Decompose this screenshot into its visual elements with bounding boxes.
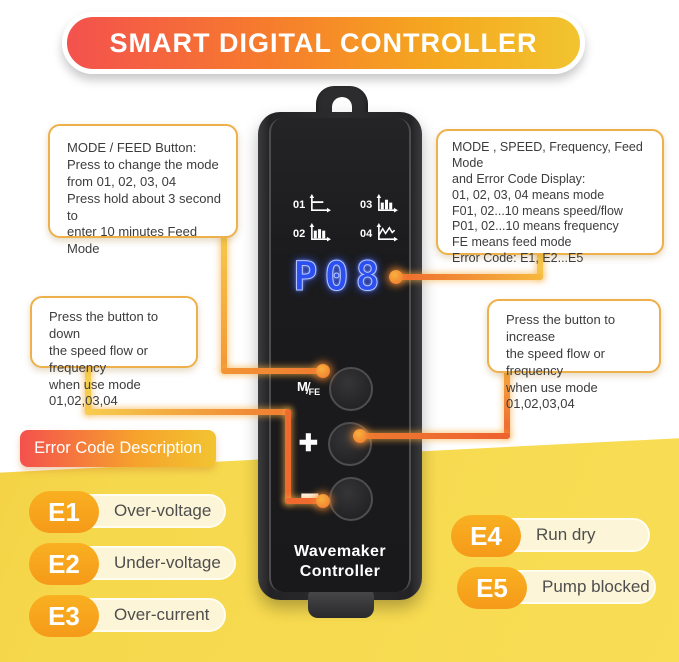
minus-label: − — [300, 480, 319, 513]
error-code-badge: E3 — [29, 595, 99, 637]
callout-display: MODE , SPEED, Frequency, Feed Mode and E… — [436, 129, 664, 265]
callout-line: and Error Code Display: — [452, 171, 586, 186]
callout-line: when use mode 01,02,03,04 — [506, 379, 598, 412]
callout-line: Error Code: E1, E2...E5 — [452, 251, 584, 266]
mode-number: 04 — [360, 227, 373, 240]
bar-wave-chart-icon — [376, 194, 399, 213]
callout-increase-button: Press the button to increase the speed f… — [487, 299, 661, 411]
callout-line: when use mode 01,02,03,04 — [49, 376, 141, 409]
connector-dot — [316, 364, 330, 378]
brand-line-2: Controller — [299, 563, 381, 580]
error-row: E4 Run dry — [451, 515, 650, 557]
callout-line: FE means feed mode — [452, 235, 572, 250]
callout-line: 01, 02, 03, 04 means mode — [452, 187, 605, 202]
bar-wave-chart-icon — [309, 223, 332, 242]
error-code-description: Pump blocked — [542, 577, 650, 596]
error-row: E2 Under-voltage — [29, 543, 236, 585]
callout-decrease-button: Press the button to down the speed flow … — [30, 296, 198, 408]
mode-legend: 01 03 — [293, 194, 415, 244]
connector-dot — [353, 429, 367, 443]
mode-feed-button[interactable] — [329, 367, 373, 411]
brand-text: Wavemaker Controller — [271, 542, 409, 582]
error-code-description: Run dry — [536, 525, 596, 544]
wavemaker-controller-device: 01 03 — [258, 112, 422, 618]
increase-button[interactable] — [328, 422, 372, 466]
random-wave-chart-icon — [376, 223, 399, 242]
mode-number: 03 — [360, 198, 373, 211]
error-row: E1 Over-voltage — [29, 491, 226, 533]
led-display: P08 — [293, 254, 387, 301]
callout-line: enter 10 minutes Feed Mode — [67, 224, 198, 257]
error-code-description: Under-voltage — [114, 553, 221, 572]
mode-item: 03 — [360, 194, 415, 215]
mode-feed-label: M/FE — [297, 379, 321, 398]
error-code-badge: E1 — [29, 491, 99, 533]
flat-line-chart-icon — [309, 194, 332, 213]
callout-line: Press the button to down — [49, 309, 159, 341]
page-title: SMART DIGITAL CONTROLLER — [109, 27, 538, 58]
error-code-badge: E2 — [29, 543, 99, 585]
error-code-description: Over-current — [114, 605, 210, 624]
error-code-description: Over-voltage — [114, 501, 212, 520]
connector-dot — [316, 494, 330, 508]
error-code-badge: E4 — [451, 515, 521, 557]
callout-line: F01, 02...10 means speed/flow — [452, 203, 623, 218]
callout-line: from 01, 02, 03, 04 — [67, 173, 177, 189]
mode-number: 01 — [293, 198, 306, 211]
callout-line: the speed flow or frequency — [49, 342, 149, 375]
decrease-button[interactable] — [329, 477, 373, 521]
callout-mode-feed-button: MODE / FEED Button: Press to change the … — [48, 124, 238, 256]
title-banner: SMART DIGITAL CONTROLLER — [62, 12, 585, 74]
connector-dot — [389, 270, 403, 284]
callout-line: Press hold about 3 second to — [67, 190, 221, 223]
mode-item: 02 — [293, 223, 348, 244]
mode-item: 04 — [360, 223, 415, 244]
callout-line: the speed flow or frequency — [506, 345, 606, 378]
callout-line: MODE , SPEED, Frequency, Feed Mode — [452, 140, 643, 170]
error-code-heading: Error Code Description — [20, 430, 216, 467]
callout-line: Press to change the mode — [67, 156, 219, 172]
front-panel: 01 03 — [269, 118, 411, 592]
error-row: E5 Pump blocked — [457, 567, 656, 609]
callout-line: Press the button to increase — [506, 312, 616, 344]
error-row: E3 Over-current — [29, 595, 226, 637]
cable-connector — [308, 590, 374, 618]
mode-item: 01 — [293, 194, 348, 215]
plus-label: + — [298, 424, 318, 460]
callout-line: P01, 02...10 means frequency — [452, 219, 619, 234]
callout-line: MODE / FEED Button: — [67, 140, 197, 155]
mode-number: 02 — [293, 227, 306, 240]
brand-line-1: Wavemaker — [294, 543, 386, 560]
error-code-badge: E5 — [457, 567, 527, 609]
